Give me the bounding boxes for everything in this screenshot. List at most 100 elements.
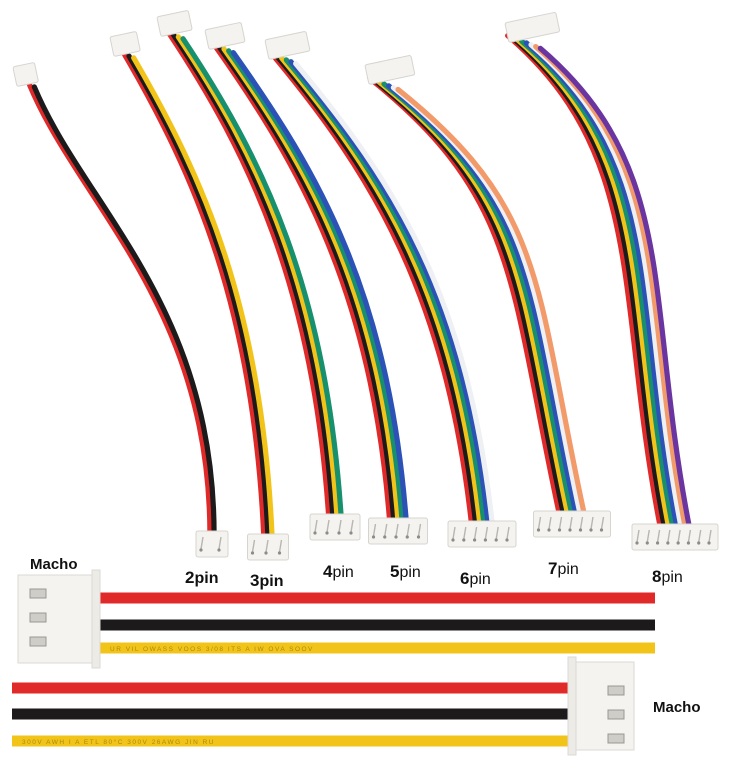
- macho-pin: [29, 636, 47, 647]
- connector-pin-tip: [494, 538, 498, 542]
- connector-pin-tip: [599, 528, 604, 532]
- wire-red: [121, 51, 267, 541]
- wire-purple: [537, 45, 693, 531]
- label-6pin: 6pin: [460, 570, 491, 588]
- cable-5pin: [204, 22, 428, 545]
- wire-orange: [395, 86, 588, 518]
- connector-pin: [452, 526, 456, 540]
- bottom-connector-housing: [447, 520, 517, 548]
- connector-pin-tip: [394, 535, 398, 539]
- connector-pin-tip: [383, 535, 387, 539]
- connector-pin: [417, 523, 422, 537]
- connector-pin-tip: [313, 531, 317, 535]
- wire-blue: [230, 50, 409, 525]
- connector-pin: [687, 529, 692, 543]
- wire-blue: [288, 59, 491, 528]
- connector-pin-tip: [589, 528, 593, 532]
- connector-pin-tip: [277, 551, 282, 555]
- macho-connector-housing: [17, 569, 101, 669]
- connector-pin: [278, 539, 283, 553]
- pin-suffix: pin: [332, 564, 354, 581]
- wire-yellow: [175, 34, 340, 521]
- cable-8pin: [504, 12, 719, 551]
- wire-green: [180, 36, 344, 521]
- connector-pin: [350, 519, 354, 533]
- top-connector-housing: [12, 62, 39, 87]
- connector-pin-tip: [473, 538, 477, 542]
- wire-print-text: 300V AWH I A ETL 80°C 300V 26AWG JIN RU: [22, 738, 215, 746]
- wire-red: [212, 42, 393, 525]
- connector-pin-tip: [483, 538, 487, 542]
- connector-pin: [600, 516, 605, 530]
- top-connector-housing: [156, 10, 193, 37]
- connector-pin: [579, 516, 584, 530]
- wire-yellow: [514, 36, 672, 531]
- wire-black: [31, 84, 217, 538]
- label-2pin: 2pin: [185, 569, 218, 587]
- pin-suffix: pin: [399, 564, 421, 581]
- connector-pin-tip: [349, 531, 353, 535]
- connector-pin: [265, 539, 269, 553]
- top-connector-housing: [109, 31, 141, 57]
- connector-pin: [548, 516, 552, 530]
- connector-pin: [218, 536, 222, 550]
- connector-pin-tip: [547, 528, 551, 532]
- wire-black: [216, 44, 397, 525]
- connector-pin: [314, 519, 318, 533]
- connector-pin: [463, 526, 467, 540]
- connector-pin-tip: [676, 541, 680, 545]
- pin-suffix: pin: [557, 561, 579, 578]
- pin-suffix: pin: [469, 571, 491, 588]
- bottom-connector-housing: [195, 530, 229, 558]
- top-connector-housing: [504, 12, 560, 43]
- macho-cables-group: UR VIL OWASS VOOS 3/08 ITS A IW OVA SOOV…: [12, 569, 655, 756]
- macho-label-2: Macho: [653, 699, 701, 716]
- cable-6pin: [264, 31, 517, 548]
- connector-pin: [506, 526, 510, 540]
- macho-pin: [607, 685, 625, 696]
- wire-black: [274, 53, 479, 528]
- connector-pin: [495, 526, 499, 540]
- wire-red: [27, 82, 213, 538]
- connector-pin: [569, 516, 573, 530]
- wire-black: [126, 53, 271, 541]
- connector-pin: [656, 529, 661, 543]
- connector-pin-tip: [416, 535, 421, 539]
- connector-pin: [484, 526, 489, 540]
- connector-pin: [251, 539, 256, 553]
- macho-pin: [29, 612, 47, 623]
- top-connector-housing: [204, 22, 246, 50]
- wire-blue: [523, 40, 680, 531]
- connector-pin: [326, 519, 330, 533]
- connector-pin-tip: [655, 541, 660, 545]
- connector-pin: [384, 523, 388, 537]
- connector-cables-group: [12, 10, 719, 561]
- pin-count: 2: [185, 568, 195, 587]
- connector-pin-tip: [635, 541, 639, 545]
- connector-pin: [590, 516, 594, 530]
- pin-count: 6: [460, 569, 470, 588]
- bottom-connector-housing: [368, 517, 428, 545]
- wire-orange: [533, 43, 688, 531]
- connector-pin: [473, 526, 478, 540]
- wire-red: [505, 33, 664, 531]
- label-7pin: 7pin: [548, 560, 579, 578]
- wire-green: [226, 48, 405, 525]
- connector-pin-tip: [250, 551, 255, 555]
- pin-count: 8: [652, 567, 662, 586]
- connector-pin-tip: [217, 548, 221, 552]
- connector-pin-tip: [568, 528, 572, 532]
- connector-pin-tip: [666, 541, 670, 545]
- macho-pin: [29, 588, 47, 599]
- wire-yellow: [279, 55, 483, 528]
- connector-pin: [558, 516, 563, 530]
- connector-pin-tip: [337, 531, 341, 535]
- pin-count: 4: [323, 562, 333, 581]
- connector-pin-tip: [697, 541, 701, 545]
- pin-count: 7: [548, 559, 558, 578]
- wire-black: [171, 32, 336, 521]
- wire-yellow: [221, 46, 401, 525]
- connector-pin-tip: [462, 538, 466, 542]
- connector-pin-tip: [536, 528, 541, 532]
- connector-pin-tip: [371, 535, 376, 539]
